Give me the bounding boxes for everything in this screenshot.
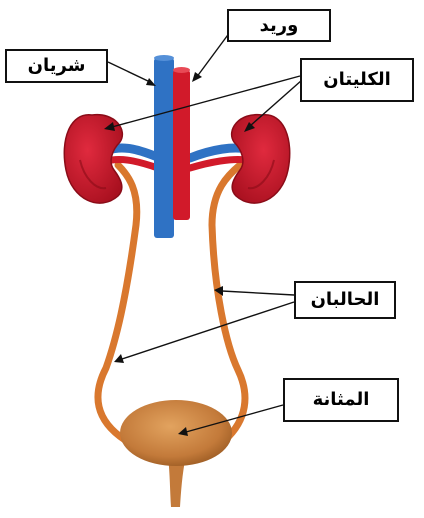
ureter-arrow-right <box>222 291 294 295</box>
ureters-label: الحالبان <box>294 281 396 319</box>
bladder <box>120 400 232 507</box>
ureter-arrow-left <box>122 302 294 359</box>
left-ureter <box>98 165 137 440</box>
vena-cava <box>154 58 174 238</box>
artery-arrow <box>108 62 150 82</box>
kidneys-label: الكليتان <box>300 58 414 102</box>
bladder-body <box>120 400 232 466</box>
aorta <box>173 70 190 220</box>
major-vessels <box>154 55 190 238</box>
vein-label: وريد <box>227 9 331 42</box>
artery-label: شريان <box>5 49 108 83</box>
right-ureter <box>212 165 245 440</box>
bladder-label: المثانة <box>283 378 399 422</box>
